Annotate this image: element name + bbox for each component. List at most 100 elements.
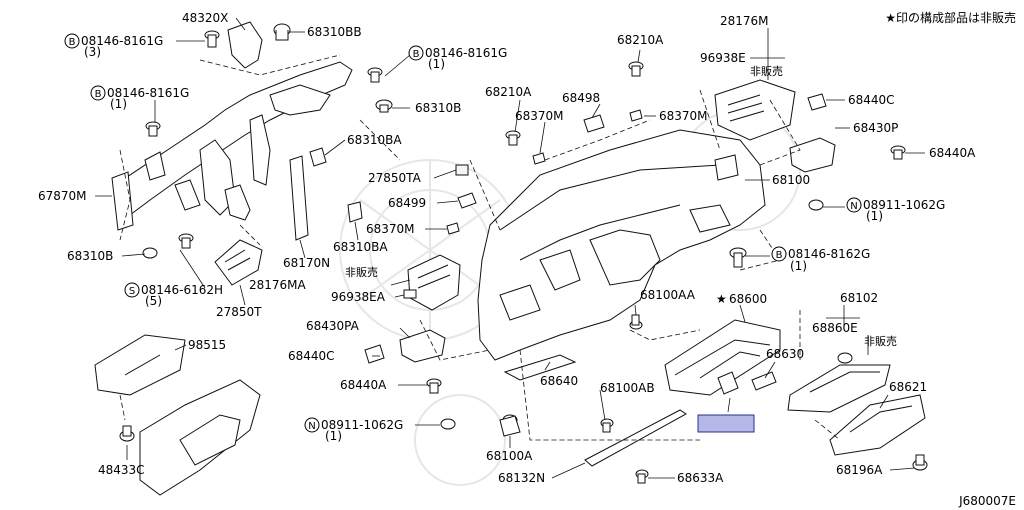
label-68630: 68630 — [766, 347, 804, 361]
bracket-68640 — [503, 354, 577, 381]
label-68440c-a: 68440C — [848, 93, 895, 107]
qty-08911-1062g-a: (1) — [866, 209, 883, 223]
label-68499: 68499 — [388, 196, 426, 210]
circle-b-symbol: B — [64, 33, 80, 49]
circle-n-symbol: N — [846, 197, 862, 213]
label-68210a-a: 68210A — [485, 85, 532, 99]
bolts — [119, 30, 928, 484]
label-68430pa: 68430PA — [306, 319, 360, 333]
label-68100ab: 68100AB — [600, 381, 655, 395]
cover-98515 — [94, 334, 261, 496]
qty-08146-8161g-b: (1) — [428, 57, 445, 71]
label-68440c-b: 68440C — [288, 349, 335, 363]
svg-text:B: B — [413, 49, 420, 60]
bracket-48320x — [227, 21, 263, 69]
bar-68132n — [584, 409, 687, 467]
circle-b-symbol: B — [408, 45, 424, 61]
label-68370m-b: 68370M — [515, 109, 564, 123]
label-68132n: 68132N — [498, 471, 545, 485]
label-68498: 68498 — [562, 91, 600, 105]
label-hanbai-a: 非販売 — [750, 65, 783, 78]
part-68100a-shape — [499, 415, 521, 437]
star-68600: ★ — [716, 292, 727, 306]
label-27850ta: 27850TA — [368, 171, 422, 185]
svg-text:B: B — [95, 89, 102, 100]
leader-lines — [95, 17, 925, 479]
label-68440a-b: 68440A — [340, 378, 387, 392]
label-68170n: 68170N — [283, 256, 330, 270]
label-68600: 68600 — [729, 292, 767, 306]
label-48433c: 48433C — [98, 463, 145, 477]
label-68100aa: 68100AA — [640, 288, 696, 302]
note-unsold: ★印の構成部品は非販売 — [885, 10, 1016, 25]
label-68310ba-b: 68310BA — [333, 240, 388, 254]
part-68551-shape — [717, 371, 739, 395]
label-68370m-a: 68370M — [366, 222, 415, 236]
label-08911-1062g-b: 08911-1062G — [321, 418, 403, 432]
label-96938ea: 96938EA — [331, 290, 386, 304]
label-28176m: 28176M — [720, 14, 769, 28]
pad-68498 — [583, 114, 605, 133]
label-48320x: 48320X — [182, 11, 228, 25]
svg-text:N: N — [308, 421, 315, 432]
label-68310b: 68310B — [415, 101, 461, 115]
label-27850t: 27850T — [216, 305, 262, 319]
dashed-callouts — [119, 54, 841, 441]
instrument-panel-68100 — [477, 129, 766, 361]
label-68430p: 68430P — [853, 121, 898, 135]
label-68100a: 68100A — [486, 449, 533, 463]
bracket-68430p — [789, 137, 836, 173]
label-68370m-c: 68370M — [659, 109, 708, 123]
circle-b-symbol: B — [771, 246, 787, 262]
label-96938e: 96938E — [700, 51, 746, 65]
lid-68102 — [787, 364, 891, 413]
qty-08146-8161g-c: (1) — [110, 97, 127, 111]
label-68310bb: 68310BB — [307, 25, 362, 39]
label-28176ma: 28176MA — [249, 278, 307, 292]
bracket-68430pa — [364, 329, 446, 364]
circle-n-symbol: N — [304, 417, 320, 433]
label-68310b-b: 68310B — [67, 249, 113, 263]
circle-s-symbol: S — [124, 282, 140, 298]
side-vent-28176ma — [407, 254, 461, 311]
label-hanbai-b: 非販売 — [345, 266, 378, 279]
label-hanbai-c: 非販売 — [864, 335, 897, 348]
label-68633a: 68633A — [677, 471, 724, 485]
tags-68370m — [446, 109, 643, 235]
svg-text:B: B — [69, 37, 76, 48]
highlight-box-68551 — [697, 414, 755, 433]
cover-68621 — [829, 394, 926, 456]
steering-member-frame — [111, 61, 353, 231]
label-08146-8162g: 08146-8162G — [788, 247, 870, 261]
clips-68310ba — [289, 147, 363, 241]
label-08911-1062g-a: 08911-1062G — [863, 198, 945, 212]
svg-text:B: B — [776, 250, 783, 261]
sensor-27850ta — [455, 164, 469, 176]
label-68100: 68100 — [772, 173, 810, 187]
label-68440a-a: 68440A — [929, 146, 976, 160]
qty-08146-6162h: (5) — [145, 294, 162, 308]
qty-08146-8162g: (1) — [790, 259, 807, 273]
clip-68440c-right — [807, 93, 827, 111]
label-68102: 68102 — [840, 291, 878, 305]
label-68860e: 68860E — [812, 321, 858, 335]
callout-symbols: B B B B N N S — [64, 33, 862, 433]
labels: ★印の構成部品は非販売 48320X 68310BB 08146-8161G (… — [38, 10, 1016, 508]
label-68621: 68621 — [889, 380, 927, 394]
side-vent-27850t — [214, 239, 263, 286]
label-68210a-b: 68210A — [617, 33, 664, 47]
label-08146-8161g-b: 08146-8161G — [425, 46, 507, 60]
label-08146-8161g-a: 08146-8161G — [81, 34, 163, 48]
qty-08146-8161g-a: (3) — [84, 45, 101, 59]
label-68196a: 68196A — [836, 463, 883, 477]
latch-68630 — [751, 371, 777, 391]
diagram-code: J680007E — [958, 494, 1016, 508]
qty-08911-1062g-b: (1) — [325, 429, 342, 443]
clip-96938ea — [403, 289, 417, 299]
label-67870m: 67870M — [38, 189, 87, 203]
clip-68310bb — [273, 23, 291, 41]
center-vent-28176m — [714, 79, 796, 141]
bracket-68499 — [457, 192, 477, 209]
svg-text:S: S — [129, 286, 135, 297]
